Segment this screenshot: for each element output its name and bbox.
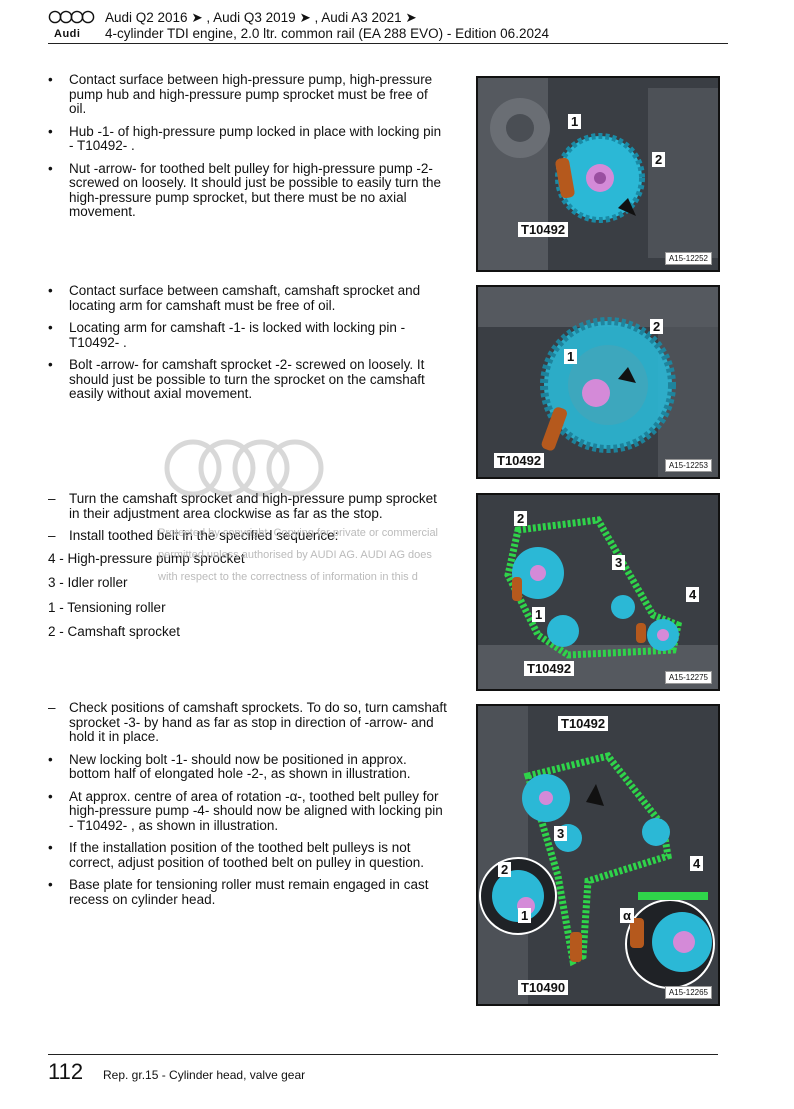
page-header: Audi Audi Q2 2016 ➤ , Audi Q3 2019 ➤ , A…	[48, 6, 728, 44]
header-models: Audi Q2 2016 ➤ , Audi Q3 2019 ➤ , Audi A…	[105, 10, 417, 25]
list-item: •Bolt -arrow- for camshaft sprocket -2- …	[48, 357, 425, 401]
watermark-text: with respect to the correctness of infor…	[158, 571, 418, 583]
list-item: •Hub -1- of high-pressure pump locked in…	[48, 123, 442, 153]
header-divider	[48, 43, 728, 44]
list-item: •Contact surface between camshaft, camsh…	[48, 283, 421, 313]
engine-illustration	[478, 706, 718, 1004]
audi-watermark-logo	[164, 439, 324, 497]
figure-hp-pump: 1 2 T10492 A15-12252	[476, 76, 720, 272]
list-item: –Install toothed belt in the specified s…	[48, 528, 339, 543]
audi-wordmark: Audi	[54, 28, 81, 40]
section-hp-pump: •Contact surface between high-pressure p…	[48, 72, 448, 228]
sequence-item: 3 - Idler roller	[48, 575, 128, 590]
watermark-text: permitted unless authorised by AUDI AG. …	[158, 549, 432, 561]
list-item: •If the installation position of the too…	[48, 840, 424, 870]
engine-illustration	[478, 495, 718, 689]
watermark-text: Protected by copyright. Copying for priv…	[158, 527, 439, 539]
figure-check-positions: T10492 3 2 1 4 α T10490 A15-12265	[476, 704, 720, 1006]
list-item: •New locking bolt -1- should now be posi…	[48, 751, 411, 781]
list-item: •At approx. centre of area of rotation -…	[48, 788, 443, 833]
figure-camshaft: 2 1 T10492 A15-12253	[476, 285, 720, 479]
list-item: •Nut -arrow- for toothed belt pulley for…	[48, 160, 441, 219]
engine-illustration	[478, 78, 718, 270]
engine-illustration	[478, 287, 718, 477]
sequence-item: 2 - Camshaft sprocket	[48, 624, 181, 639]
list-item: •Base plate for tensioning roller must r…	[48, 877, 429, 907]
list-item: –Check positions of camshaft sprockets. …	[48, 700, 447, 744]
figure-belt-sequence: 2 3 4 1 T10492 A15-12275	[476, 493, 720, 691]
list-item: •Locating arm for camshaft -1- is locked…	[48, 320, 406, 350]
list-item: –Turn the camshaft sprocket and high-pre…	[48, 491, 437, 521]
figure-id: A15-12252	[664, 252, 712, 265]
audi-rings-logo	[48, 10, 95, 24]
section-install-belt: –Turn the camshaft sprocket and high-pre…	[48, 491, 448, 648]
sequence-item: 4 - High-pressure pump sprocket	[48, 550, 245, 566]
sequence-item: 1 - Tensioning roller	[48, 599, 166, 615]
figure-id: A15-12253	[664, 459, 712, 472]
header-engine: 4-cylinder TDI engine, 2.0 ltr. common r…	[105, 26, 549, 41]
footer-divider	[48, 1054, 718, 1055]
section-camshaft: •Contact surface between camshaft, camsh…	[48, 283, 448, 410]
figure-id: A15-12265	[664, 986, 712, 999]
section-check-positions: –Check positions of camshaft sprockets. …	[48, 700, 448, 915]
list-item: •Contact surface between high-pressure p…	[48, 72, 433, 116]
footer-chapter: Rep. gr.15 - Cylinder head, valve gear	[103, 1068, 306, 1082]
figure-id: A15-12275	[664, 671, 712, 684]
page-number: 112	[48, 1059, 84, 1084]
